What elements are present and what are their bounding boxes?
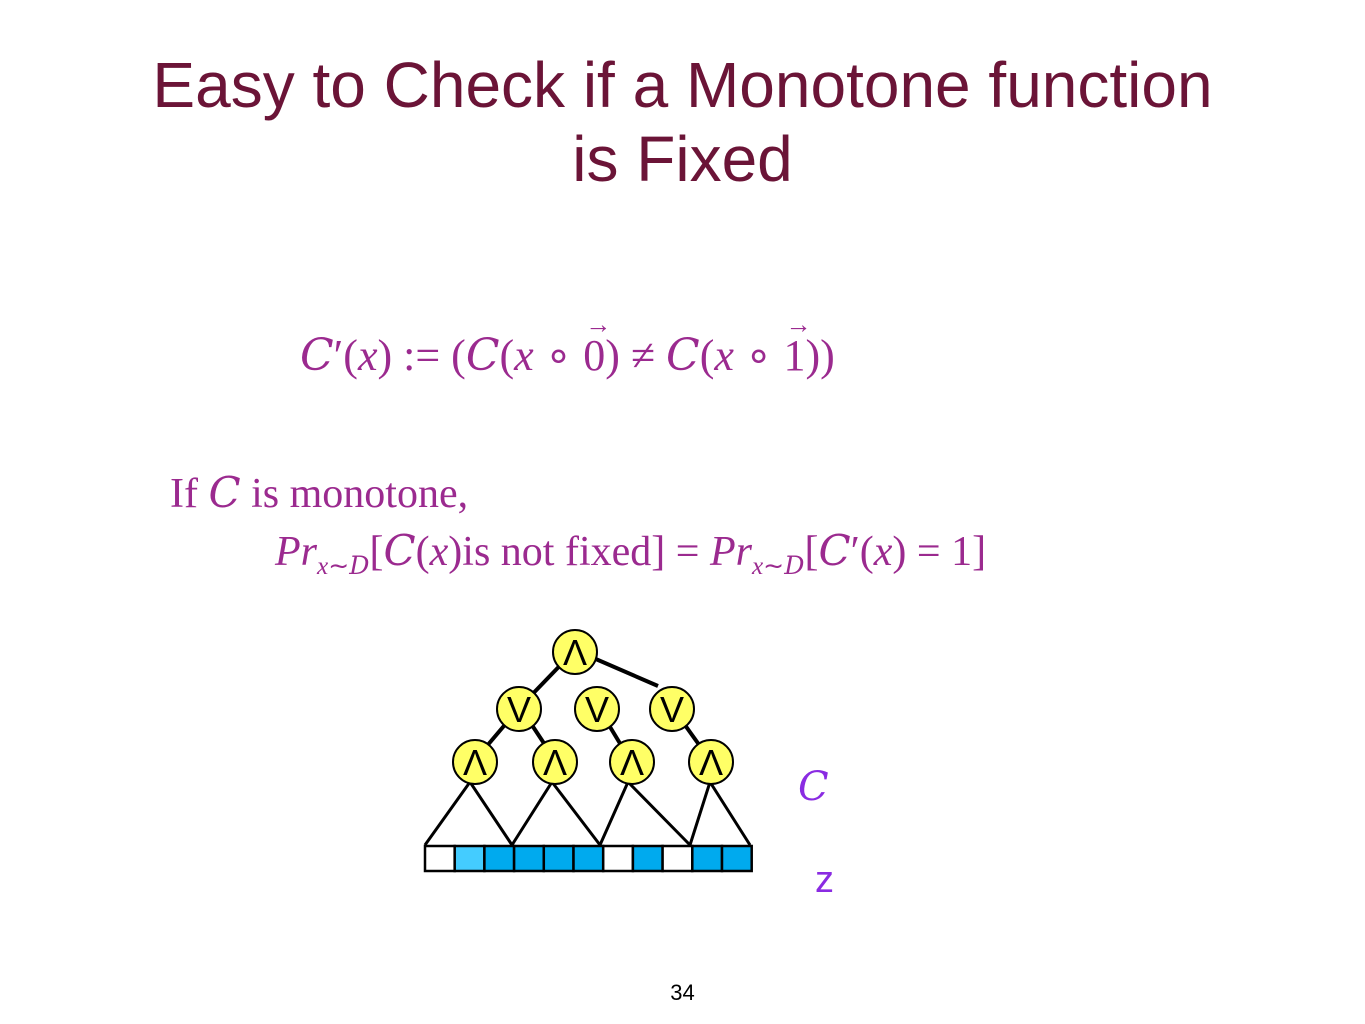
wire bbox=[423, 779, 514, 846]
input-cell bbox=[720, 844, 753, 873]
input-cell bbox=[631, 844, 664, 873]
gate: V bbox=[574, 686, 620, 732]
gate-label: V bbox=[660, 689, 684, 730]
gate-circle bbox=[552, 629, 598, 675]
title-line-1: Easy to Check if a Monotone function bbox=[152, 49, 1213, 121]
input-label: z bbox=[815, 859, 834, 901]
definition-formula: C′(x) := (C(x ∘ 0) ≠ C(x ∘ 1)) bbox=[300, 310, 835, 381]
input-cell bbox=[691, 844, 724, 873]
gate: Λ bbox=[452, 739, 498, 785]
gate-circle bbox=[609, 739, 655, 785]
wire bbox=[688, 778, 752, 846]
circuit-label: C bbox=[798, 764, 829, 810]
input-cell bbox=[542, 844, 575, 873]
gate-label: Λ bbox=[563, 632, 587, 673]
input-cell bbox=[483, 844, 516, 873]
gate-circle bbox=[688, 739, 734, 785]
gate-circle bbox=[649, 686, 695, 732]
gate-label: Λ bbox=[699, 742, 723, 783]
gate-circle bbox=[452, 739, 498, 785]
gate: Λ bbox=[688, 739, 734, 785]
gate: V bbox=[496, 686, 542, 732]
gate-label: V bbox=[507, 689, 531, 730]
gate-label: Λ bbox=[620, 742, 644, 783]
wire bbox=[510, 779, 602, 846]
page-number: 34 bbox=[670, 980, 695, 1005]
gate: Λ bbox=[532, 739, 578, 785]
input-wires bbox=[423, 778, 752, 847]
gate-label: Λ bbox=[543, 742, 567, 783]
slide-title: Easy to Check if a Monotone function is … bbox=[0, 48, 1365, 196]
gate: Λ bbox=[552, 629, 598, 675]
input-cell bbox=[661, 844, 694, 873]
input-cell bbox=[572, 844, 605, 873]
gate-circle bbox=[532, 739, 578, 785]
probability-equation: Prx∼D[C(x)is not fixed] = Prx∼D[C′(x) = … bbox=[275, 526, 987, 581]
gate-label: Λ bbox=[463, 742, 487, 783]
input-cell bbox=[453, 844, 486, 873]
monotone-condition: If C is monotone, bbox=[170, 468, 469, 517]
input-cells bbox=[423, 844, 753, 873]
gate-label: V bbox=[585, 689, 609, 730]
input-cell bbox=[512, 844, 546, 873]
wire bbox=[598, 779, 692, 847]
title-line-2: is Fixed bbox=[572, 123, 793, 195]
input-cell bbox=[601, 844, 635, 873]
input-cell bbox=[423, 844, 456, 873]
gate-circle bbox=[574, 686, 620, 732]
gate-circle bbox=[496, 686, 542, 732]
gate: Λ bbox=[609, 739, 655, 785]
gate: V bbox=[649, 686, 695, 732]
